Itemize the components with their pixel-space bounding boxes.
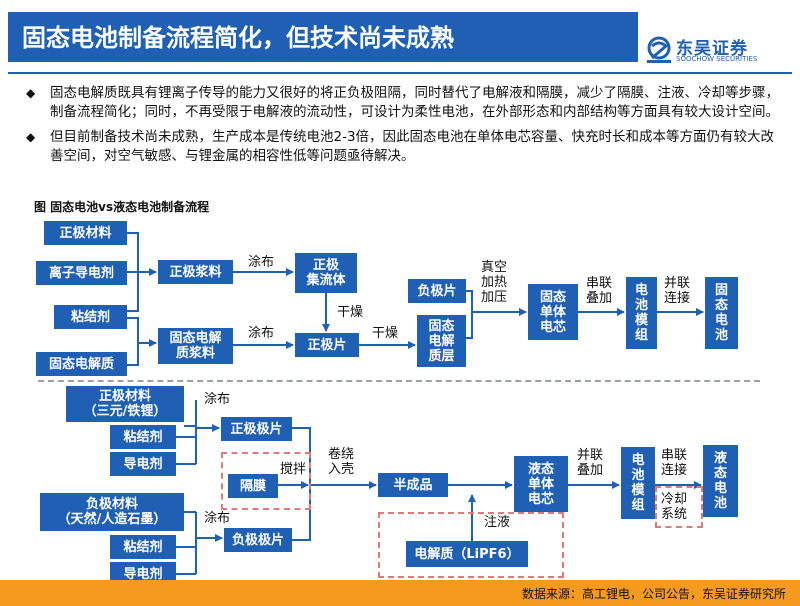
liquid-parallel-stack-label: 并联 叠加 — [577, 448, 604, 478]
liquid-cell-box: 液态 单体 电芯 — [514, 456, 568, 512]
liquid-injection-label: 注液 — [484, 515, 511, 530]
liquid-conductor-box-1: 导电剂 — [110, 452, 176, 476]
liquid-cooling-label: 冷却 系统 — [661, 492, 688, 522]
liquid-module-box: 电 池 模 组 — [621, 447, 655, 519]
liquid-cathode-material-box: 正极材料 （三元/铁锂） — [66, 386, 184, 422]
liquid-electrolyte-box: 电解质（LiPF6） — [406, 541, 528, 567]
footer-bar: 数据来源：高工锂电，公司公告，东吴证券研究所 — [0, 580, 800, 606]
solid-coating-label-1: 涂布 — [248, 255, 275, 270]
title-bar — [8, 12, 638, 62]
solid-parallel-connect-label: 并联 连接 — [664, 276, 691, 306]
cooling-highlight — [655, 486, 703, 528]
header-rule — [8, 72, 792, 74]
liquid-coating-label-2: 涂布 — [204, 511, 231, 526]
solid-cathode-collector-box: 正极 集流体 — [295, 253, 357, 293]
diamond-bullet-icon: ◆ — [26, 86, 36, 100]
solid-drying-label-2: 干燥 — [372, 326, 399, 341]
bullet-item: ◆ 但目前制备技术尚未成熟，生产成本是传统电池2-3倍，因此固态电池在单体电芯容… — [22, 128, 782, 166]
liquid-anode-material-box: 负极材料 （天然/人造石墨） — [40, 493, 184, 531]
liquid-series-connect-label: 串联 连接 — [661, 448, 688, 478]
diamond-bullet-icon: ◆ — [26, 130, 36, 144]
bullet-text: 固态电解质既具有锂离子传导的能力又很好的将正负极阻隔，同时替代了电解液和隔膜，减… — [50, 85, 779, 120]
company-logo: 东吴证券 SOOCHOW SECURITIES — [646, 36, 796, 68]
liquid-winding-label: 卷绕 入壳 — [328, 447, 355, 477]
liquid-battery-box: 液 态 电 池 — [703, 445, 738, 517]
liquid-binder-box-2: 粘结剂 — [110, 535, 176, 559]
solid-electrolyte-slurry-box: 固态电解 质浆料 — [158, 328, 233, 364]
solid-binder-box: 粘结剂 — [54, 305, 127, 329]
logo-mark-icon — [647, 36, 671, 63]
solid-module-box: 电 池 模 组 — [626, 277, 657, 349]
solid-ion-conductor-box: 离子导电剂 — [36, 261, 127, 285]
solid-battery-box: 固 态 电 池 — [705, 277, 738, 349]
solid-anode-sheet-box: 负极片 — [408, 279, 466, 303]
solid-series-stack-label: 串联 叠加 — [586, 276, 613, 306]
separator-highlight — [221, 452, 311, 510]
solid-drying-label-1: 干燥 — [337, 305, 364, 320]
bullet-item: ◆ 固态电解质既具有锂离子传导的能力又很好的将正负极阻隔，同时替代了电解液和隔膜… — [22, 84, 782, 122]
logo-text-en: SOOCHOW SECURITIES — [676, 55, 758, 63]
logo-text-cn: 东吴证券 — [676, 39, 748, 59]
solid-cathode-sheet-box: 正极片 — [295, 333, 359, 357]
liquid-cathode-sheet-box: 正极极片 — [221, 417, 292, 441]
liquid-semi-product-box: 半成品 — [378, 473, 448, 497]
liquid-coating-label-1: 涂布 — [204, 392, 231, 407]
solid-cell-box: 固态 单体 电芯 — [528, 284, 578, 340]
solid-coating-label-2: 涂布 — [248, 326, 275, 341]
solid-vacuum-press-label: 真空 加热 加压 — [481, 260, 508, 305]
liquid-anode-sheet-box: 负极极片 — [224, 528, 292, 552]
solid-cathode-slurry-box: 正极浆料 — [158, 260, 233, 284]
page-title: 固态电池制备流程简化，但技术尚未成熟 — [22, 24, 454, 52]
section-divider — [38, 380, 760, 382]
bullet-list: ◆ 固态电解质既具有锂离子传导的能力又很好的将正负极阻隔，同时替代了电解液和隔膜… — [22, 84, 782, 172]
liquid-stirring-label: 搅拌 — [280, 462, 307, 477]
data-source: 数据来源：高工锂电，公司公告，东吴证券研究所 — [521, 587, 786, 601]
header: 固态电池制备流程简化，但技术尚未成熟 东吴证券 SOOCHOW SECURITI… — [0, 0, 800, 78]
liquid-separator-box: 隔膜 — [228, 474, 278, 498]
solid-cathode-material-box: 正极材料 — [44, 221, 127, 245]
figure-title: 图 固态电池vs液态电池制备流程 — [34, 200, 210, 214]
bullet-text: 但目前制备技术尚未成熟，生产成本是传统电池2-3倍，因此固态电池在单体电芯容量、… — [50, 129, 775, 164]
solid-electrolyte-layer-box: 固态 电解 质层 — [417, 315, 466, 367]
electrolyte-highlight — [378, 512, 564, 578]
solid-electrolyte-box: 固态电解质 — [36, 352, 127, 376]
liquid-binder-box-1: 粘结剂 — [110, 425, 176, 449]
